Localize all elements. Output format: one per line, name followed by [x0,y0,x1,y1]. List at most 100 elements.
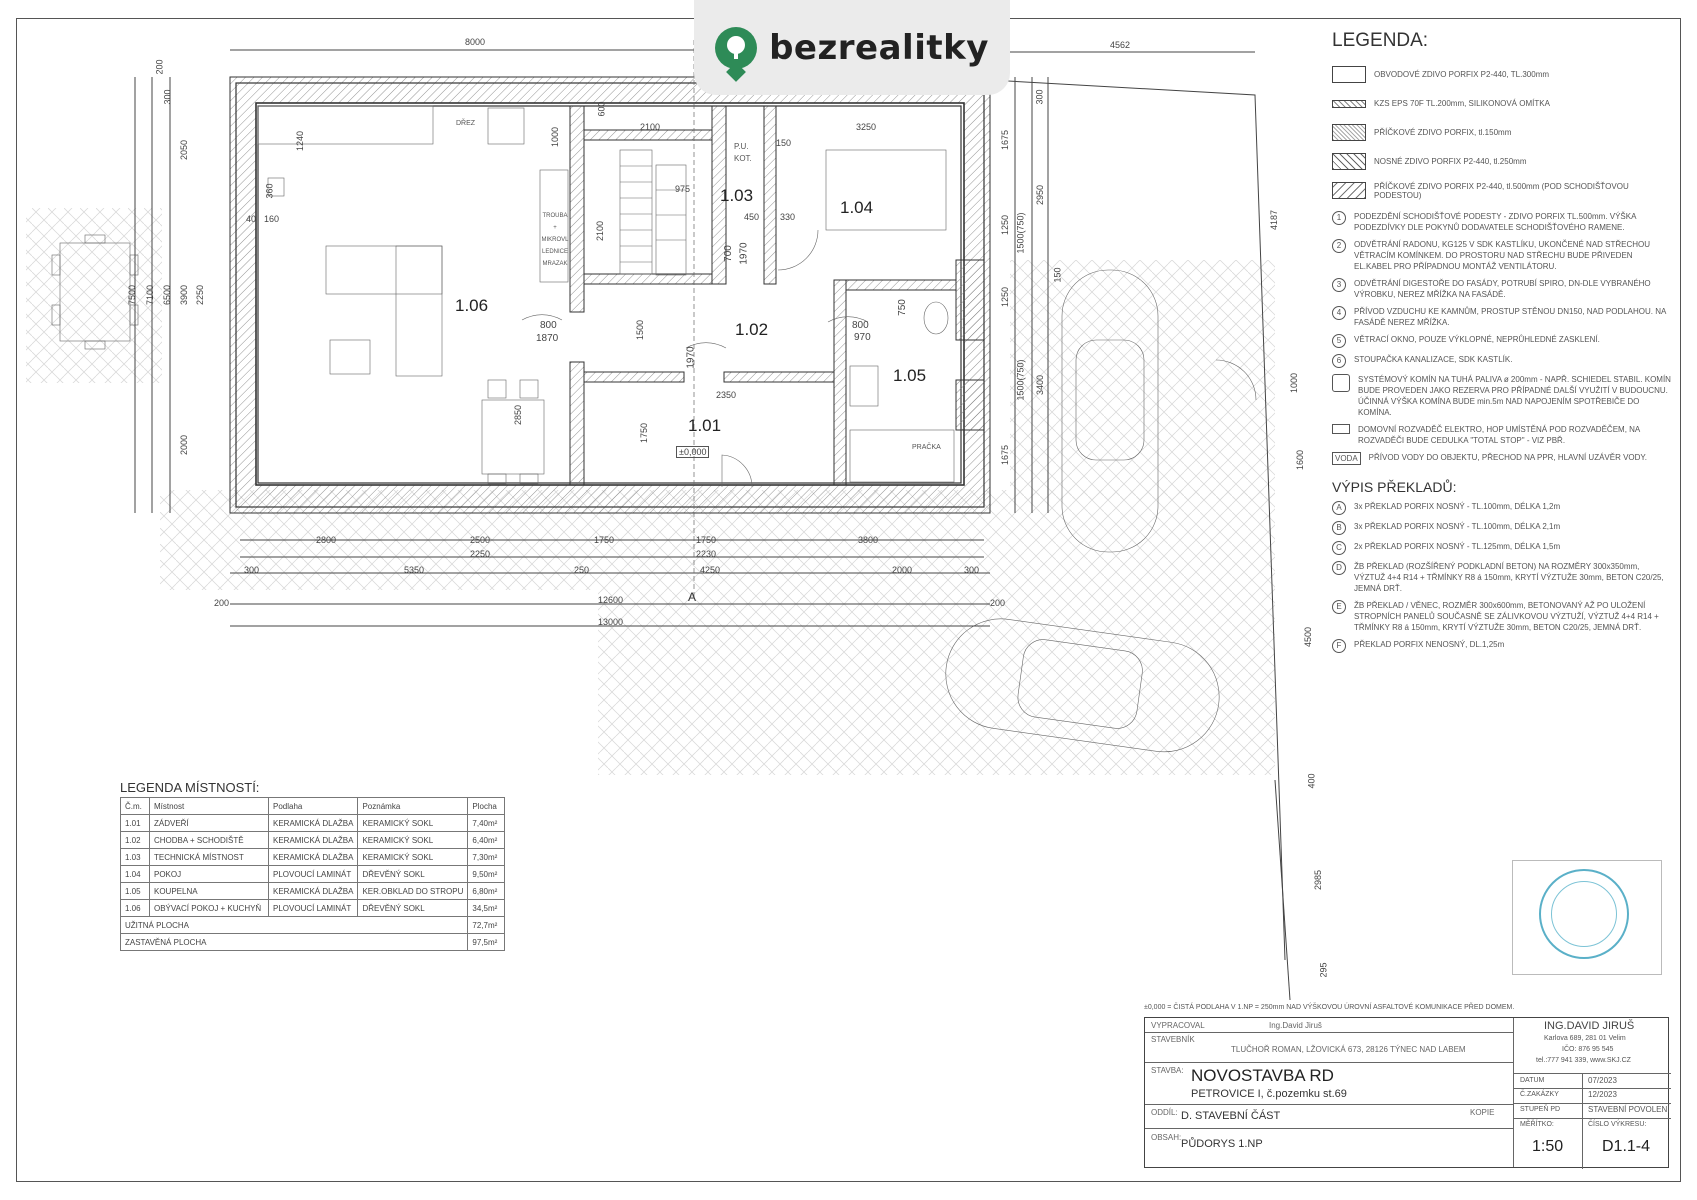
room-label-1-01: 1.01 [688,416,722,435]
dim-left-2000: 2000 [179,434,190,456]
legend-material-item: KZS EPS 70F TL.200mm, SILIKONOVÁ OMÍTKA [1332,89,1672,118]
dim-door-6: 1970 [738,242,750,265]
dim-total-13000: 13000 [598,617,624,627]
brand-name: bezrealitky [769,27,989,68]
dim-door-14: 2100 [595,220,606,242]
dim-door-2: 800 [852,320,869,331]
lintels-title: VÝPIS PŘEKLADŮ: [1332,479,1457,495]
dim-door-10: 2850 [513,404,524,426]
level-note: ±0,000 = ČISTÁ PODLAHA V 1.NP = 250mm NA… [1144,1004,1515,1011]
engineer-stamp [1512,860,1662,975]
dim-top-1240: 1240 [295,130,306,152]
dim-plot-5: 2985 [1313,869,1324,891]
dim-left-2050: 2050 [179,139,190,161]
room-label-1-02: 1.02 [735,320,769,339]
dim-right-1500b: 1500(750) [1015,359,1026,401]
legend-title: LEGENDA: [1332,30,1429,51]
dim-door-20: 40 [246,214,257,224]
driveway-paving [598,590,1275,775]
wall-vestibule-left [569,361,585,486]
dim-right-150: 150 [1052,267,1063,283]
dim-door-17: 1000 [550,126,561,148]
dim-left-3900: 3900 [179,284,190,306]
dim-door-18: 600 [596,101,607,117]
dim-b2-1: 2230 [696,549,717,559]
legend-material-item: PŘÍČKOVÉ ZDIVO PORFIX P2-440, tl.500mm (… [1332,176,1672,205]
dim-top-8000: 8000 [465,37,486,47]
swatch-load-wall-icon [1332,153,1366,170]
dim-b1-4: 3800 [858,535,879,545]
dim-left-200: 200 [154,59,165,75]
dim-door-1: 1870 [536,333,559,344]
dim-b1-1: 2500 [470,535,491,545]
dim-plot-3: 4500 [1303,626,1314,648]
dim-right-1500a: 1500(750) [1015,212,1026,254]
dim-door-16: 150 [776,138,792,148]
wall-left-core [569,105,585,313]
drawing-number: D1.1-4 [1602,1138,1651,1155]
parking-paving [1010,260,1275,500]
dim-right-1250a: 1250 [1000,214,1011,236]
dim-right-3400: 3400 [1035,374,1046,396]
swatch-insulation-icon [1332,99,1366,108]
dim-b2-0: 2250 [470,549,491,559]
room-table: Č.m. Místnost Podlaha Poznámka Plocha 1.… [119,797,506,951]
dim-door-3: 970 [854,332,871,343]
room-label-1-06: 1.06 [455,296,489,315]
dim-door-11: 975 [675,184,691,194]
stamp-seal-icon [1539,869,1629,959]
dim-right-1250b: 1250 [1000,286,1011,308]
swatch-partition-icon [1332,124,1366,141]
brand-logo[interactable]: bezrealitky [694,0,1010,95]
fixture-sink: DŘEZ [456,120,476,127]
dim-door-4: 750 [896,299,908,316]
dim-left-300: 300 [162,89,173,105]
swatch-outer-wall-icon [1332,66,1366,83]
fixture-washer: PRAČKA [912,444,941,451]
dim-plot-6: 295 [1318,962,1329,978]
room-table-title: LEGENDA MÍSTNOSTÍ: [120,780,260,795]
swatch-stair-wall-icon [1332,182,1366,199]
car-outline-vertical [1061,269,1159,553]
dim-right-2950: 2950 [1035,184,1046,206]
fixture-appliances: TROUBA + MIKROVL LEDNICE MRAZAK [541,213,569,267]
project-name: NOVOSTAVBA RD [1191,1066,1334,1085]
dim-b3-5: 300 [964,565,980,575]
scale-value: 1:50 [1532,1138,1564,1155]
legend-material-item: OBVODOVÉ ZDIVO PORFIX P2-440, TL.300mm [1332,60,1672,89]
level-mark: ±0,000 [676,446,710,458]
dim-b3-2: 250 [574,565,590,575]
dim-left-7100: 7100 [145,284,156,306]
dim-offset-left: 200 [214,598,230,608]
dim-door-9: 1750 [639,422,650,444]
dim-b3-4: 2000 [892,565,913,575]
dim-b3-1: 5350 [404,565,425,575]
table-header-row: Č.m. Místnost Podlaha Poznámka Plocha [120,797,506,815]
staircase [619,149,687,276]
legend-chimney: SYSTÉMOVÝ KOMÍN NA TUHÁ PALIVA ø 200mm -… [1332,374,1672,418]
dim-b3-3: 4250 [700,565,721,575]
dim-plot-2: 1600 [1295,449,1306,471]
dim-door-8: 2350 [716,390,737,400]
switchboard-icon [1332,424,1350,434]
dim-door-21: 1970 [685,346,697,369]
dim-right-1675b: 1675 [1000,444,1011,466]
dim-offset-right: 200 [990,598,1006,608]
dim-left-2250: 2250 [195,284,206,306]
dim-top-2100: 2100 [640,122,661,132]
dim-door-12: 450 [744,212,760,222]
room-label-1-04: 1.04 [840,198,874,217]
key-pin-icon [715,26,758,69]
